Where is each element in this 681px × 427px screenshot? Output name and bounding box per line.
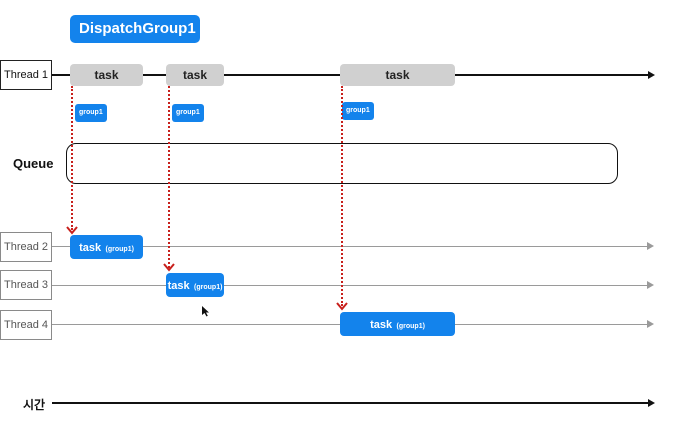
thread-1-label: Thread 1 [0, 60, 52, 90]
thread-2-label: Thread 2 [0, 232, 52, 262]
thread-3-timeline [52, 285, 649, 286]
dispatch-arrow-head-1 [66, 226, 78, 235]
thread-2-task: task (group1) [70, 235, 143, 259]
group-tag-1: group1 [75, 104, 107, 122]
dispatch-arrow-head-2 [163, 263, 175, 272]
thread-1-arrow-head [648, 71, 655, 79]
queue-label: Queue [13, 156, 54, 171]
dispatch-arrow-head-3 [336, 302, 348, 311]
group-tag-3: group1 [342, 102, 374, 120]
dispatch-line-3 [341, 86, 343, 306]
time-axis-label: 시간 [23, 398, 46, 412]
dispatch-line-2 [168, 86, 170, 268]
task-label: task [370, 319, 393, 331]
thread-4-task: task (group1) [340, 312, 455, 336]
thread-3-arrow-head [647, 281, 654, 289]
mouse-cursor-icon [202, 306, 209, 317]
task-group-label: (group1) [194, 284, 223, 291]
thread-4-arrow-head [647, 320, 654, 328]
task-group-label: (group1) [396, 323, 425, 330]
thread-1-task-3: task [340, 64, 455, 86]
thread-2-arrow-head [647, 242, 654, 250]
task-group-label: (group1) [105, 246, 134, 253]
task-label: task [79, 242, 102, 254]
task-label: task [167, 280, 190, 292]
group-tag-2: group1 [172, 104, 204, 122]
time-axis-line [52, 402, 649, 404]
time-axis-arrow-head [648, 399, 655, 407]
thread-2-timeline [52, 246, 649, 247]
thread-1-task-2: task [166, 64, 224, 86]
thread-3-label: Thread 3 [0, 270, 52, 300]
diagram-title: DispatchGroup1 [70, 15, 200, 43]
dispatch-line-1 [71, 86, 73, 230]
thread-1-task-1: task [70, 64, 143, 86]
thread-4-label: Thread 4 [0, 310, 52, 340]
thread-3-task: task (group1) [166, 273, 224, 297]
